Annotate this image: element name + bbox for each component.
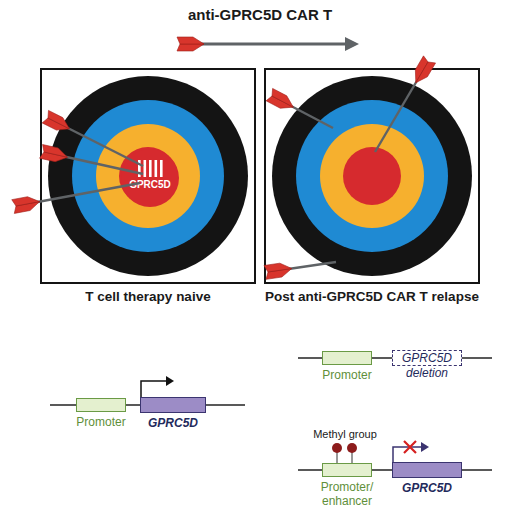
dart-fletching [14, 202, 39, 214]
panel-label: Post anti-GPRC5D CAR T relapse [265, 289, 479, 304]
dart-fletching [266, 269, 292, 280]
target-ring [272, 76, 472, 276]
annotation-label: Methyl group [313, 428, 377, 440]
dart-shaft [44, 152, 143, 174]
dart-fletching [416, 62, 436, 83]
dart-shaft [268, 262, 336, 272]
dart [375, 56, 436, 152]
target-panel: Post anti-GPRC5D CAR T relapse [264, 68, 480, 284]
arrow-head [421, 442, 429, 452]
dart-fletching [12, 197, 40, 206]
dart-fletching [177, 37, 204, 44]
dart-fletching [40, 152, 68, 162]
promoter-box: Promoter [322, 351, 372, 365]
target-ring [343, 147, 401, 205]
figure-title: anti-GPRC5D CAR T [0, 6, 520, 23]
gene-label: GPRC5D deletion [391, 351, 463, 381]
gene-label: GPRC5D [148, 416, 198, 430]
dart-fletching [42, 118, 69, 130]
dart-fletching [272, 88, 293, 107]
transcription-arrow [141, 381, 166, 397]
target-ring [96, 124, 200, 228]
dart-fletching [415, 56, 428, 83]
blocked-transcription-arrow [393, 447, 421, 462]
methyl-group [347, 443, 357, 453]
dart-shaft [48, 118, 143, 166]
block-cross [404, 441, 416, 453]
methyl-stem [352, 452, 353, 463]
target-bullseye: GPRC5D [121, 149, 179, 207]
promoter-label: Promoter [65, 415, 137, 429]
methyl-group [332, 443, 342, 453]
promoter-label: Promoter/ enhancer [311, 480, 383, 508]
dart-fletching [43, 145, 68, 158]
target-ring [48, 76, 248, 276]
gene-box: GPRC5D [140, 397, 206, 413]
gene-box: GPRC5D [392, 462, 462, 478]
receptor-marks [121, 149, 179, 207]
deleted-gene-box: GPRC5D deletion [392, 350, 462, 366]
dart [266, 88, 333, 128]
target-panel: GPRC5DT cell therapy naive [40, 68, 256, 284]
receptor-mark [149, 160, 152, 177]
receptor-mark [160, 160, 163, 177]
dart-fletching [177, 44, 204, 51]
panel-label: T cell therapy naive [85, 289, 210, 304]
receptor-mark [138, 160, 141, 177]
promoter-label: Promoter [311, 368, 383, 382]
target-ring [296, 100, 448, 252]
dart [40, 145, 143, 174]
dart [12, 183, 140, 213]
dart-shaft [16, 183, 140, 206]
receptor-mark [144, 160, 147, 177]
dart-fletching [264, 263, 292, 272]
dart [42, 110, 143, 166]
dart-shaft [180, 43, 345, 46]
dart-fletching [48, 110, 69, 128]
dart [177, 37, 359, 51]
dart-head [345, 37, 359, 51]
dart-shaft [272, 96, 333, 128]
dart-fletching [266, 96, 293, 108]
promoter-box: Promoter/ enhancer [322, 463, 372, 477]
receptor-mark [155, 160, 158, 177]
dart [264, 262, 336, 279]
gene-label: GPRC5D [402, 481, 452, 495]
antigen-label: GPRC5D [121, 179, 179, 190]
target-ring [72, 100, 224, 252]
target-ring [320, 124, 424, 228]
arrow-head [166, 376, 174, 386]
methyl-stem [337, 452, 338, 463]
dart-shaft [375, 62, 428, 152]
promoter-box: Promoter [76, 398, 126, 412]
target-rings [264, 68, 480, 284]
